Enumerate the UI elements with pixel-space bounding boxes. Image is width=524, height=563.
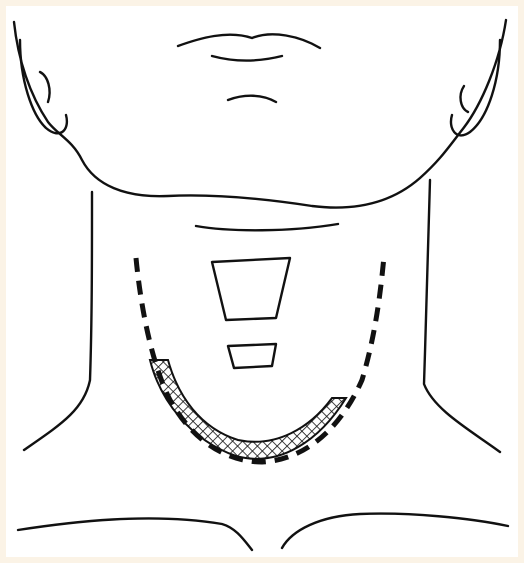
drawing-panel [6,6,518,557]
